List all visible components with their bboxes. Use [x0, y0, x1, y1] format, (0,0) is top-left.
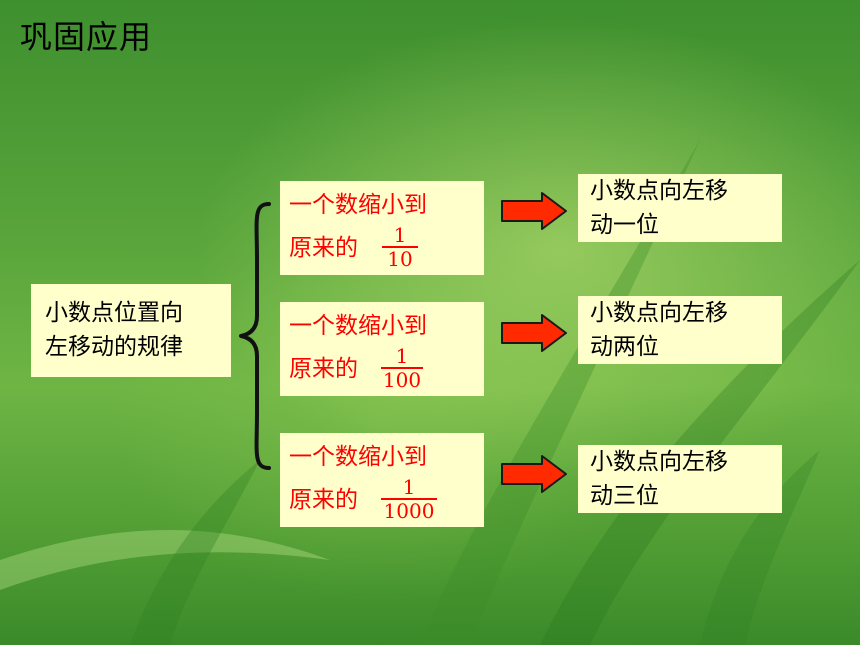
- condition-box-1: 一个数缩小到 原来的 1 10: [280, 181, 484, 275]
- fraction-2: 1 100: [381, 346, 423, 391]
- condition-prefix-2: 原来的: [289, 356, 358, 382]
- right-arrow-icon: [501, 192, 567, 230]
- result-box-3: 小数点向左移 动三位: [578, 445, 782, 513]
- condition-text-1: 一个数缩小到: [289, 192, 427, 218]
- fraction-bar-3: [381, 498, 437, 500]
- result-line-2-2: 动两位: [590, 334, 659, 360]
- condition-line-2-2: 原来的 1 100: [289, 346, 484, 391]
- result-box-2: 小数点向左移 动两位: [578, 296, 782, 364]
- fraction-denominator-2: 100: [382, 368, 422, 392]
- result-line-1-1: 小数点向左移: [590, 178, 728, 204]
- fraction-bar-1: [382, 246, 418, 248]
- result-line-2-3: 动三位: [590, 483, 659, 509]
- result-line-2-1: 动一位: [590, 212, 659, 238]
- condition-text-2: 一个数缩小到: [289, 313, 427, 339]
- condition-prefix-1: 原来的: [289, 235, 358, 261]
- result-line-1-3: 小数点向左移: [590, 449, 728, 475]
- result-line-1-2: 小数点向左移: [590, 300, 728, 326]
- fraction-denominator-1: 10: [387, 247, 413, 271]
- rule-box: 小数点位置向 左移动的规律: [31, 284, 231, 377]
- slide-title: 巩固应用: [20, 18, 153, 56]
- right-arrow-icon: [501, 314, 567, 352]
- fraction-bar-2: [381, 367, 423, 369]
- rule-line-2: 左移动的规律: [45, 334, 183, 360]
- fraction-numerator-1: 1: [393, 223, 407, 247]
- left-curly-brace: [239, 202, 271, 470]
- fraction-denominator-3: 1000: [383, 499, 435, 523]
- fraction-numerator-3: 1: [402, 475, 416, 499]
- right-arrow-icon: [501, 455, 567, 493]
- condition-box-3: 一个数缩小到 原来的 1 1000: [280, 433, 484, 527]
- fraction-1: 1 10: [382, 225, 418, 270]
- condition-line-2-1: 原来的 1 10: [289, 225, 484, 270]
- rule-line-1: 小数点位置向: [45, 300, 183, 326]
- condition-line-2-3: 原来的 1 1000: [289, 477, 484, 522]
- result-box-1: 小数点向左移 动一位: [578, 174, 782, 242]
- condition-text-3: 一个数缩小到: [289, 444, 427, 470]
- fraction-3: 1 1000: [381, 477, 437, 522]
- fraction-numerator-2: 1: [395, 344, 409, 368]
- condition-prefix-3: 原来的: [289, 487, 358, 513]
- condition-box-2: 一个数缩小到 原来的 1 100: [280, 302, 484, 396]
